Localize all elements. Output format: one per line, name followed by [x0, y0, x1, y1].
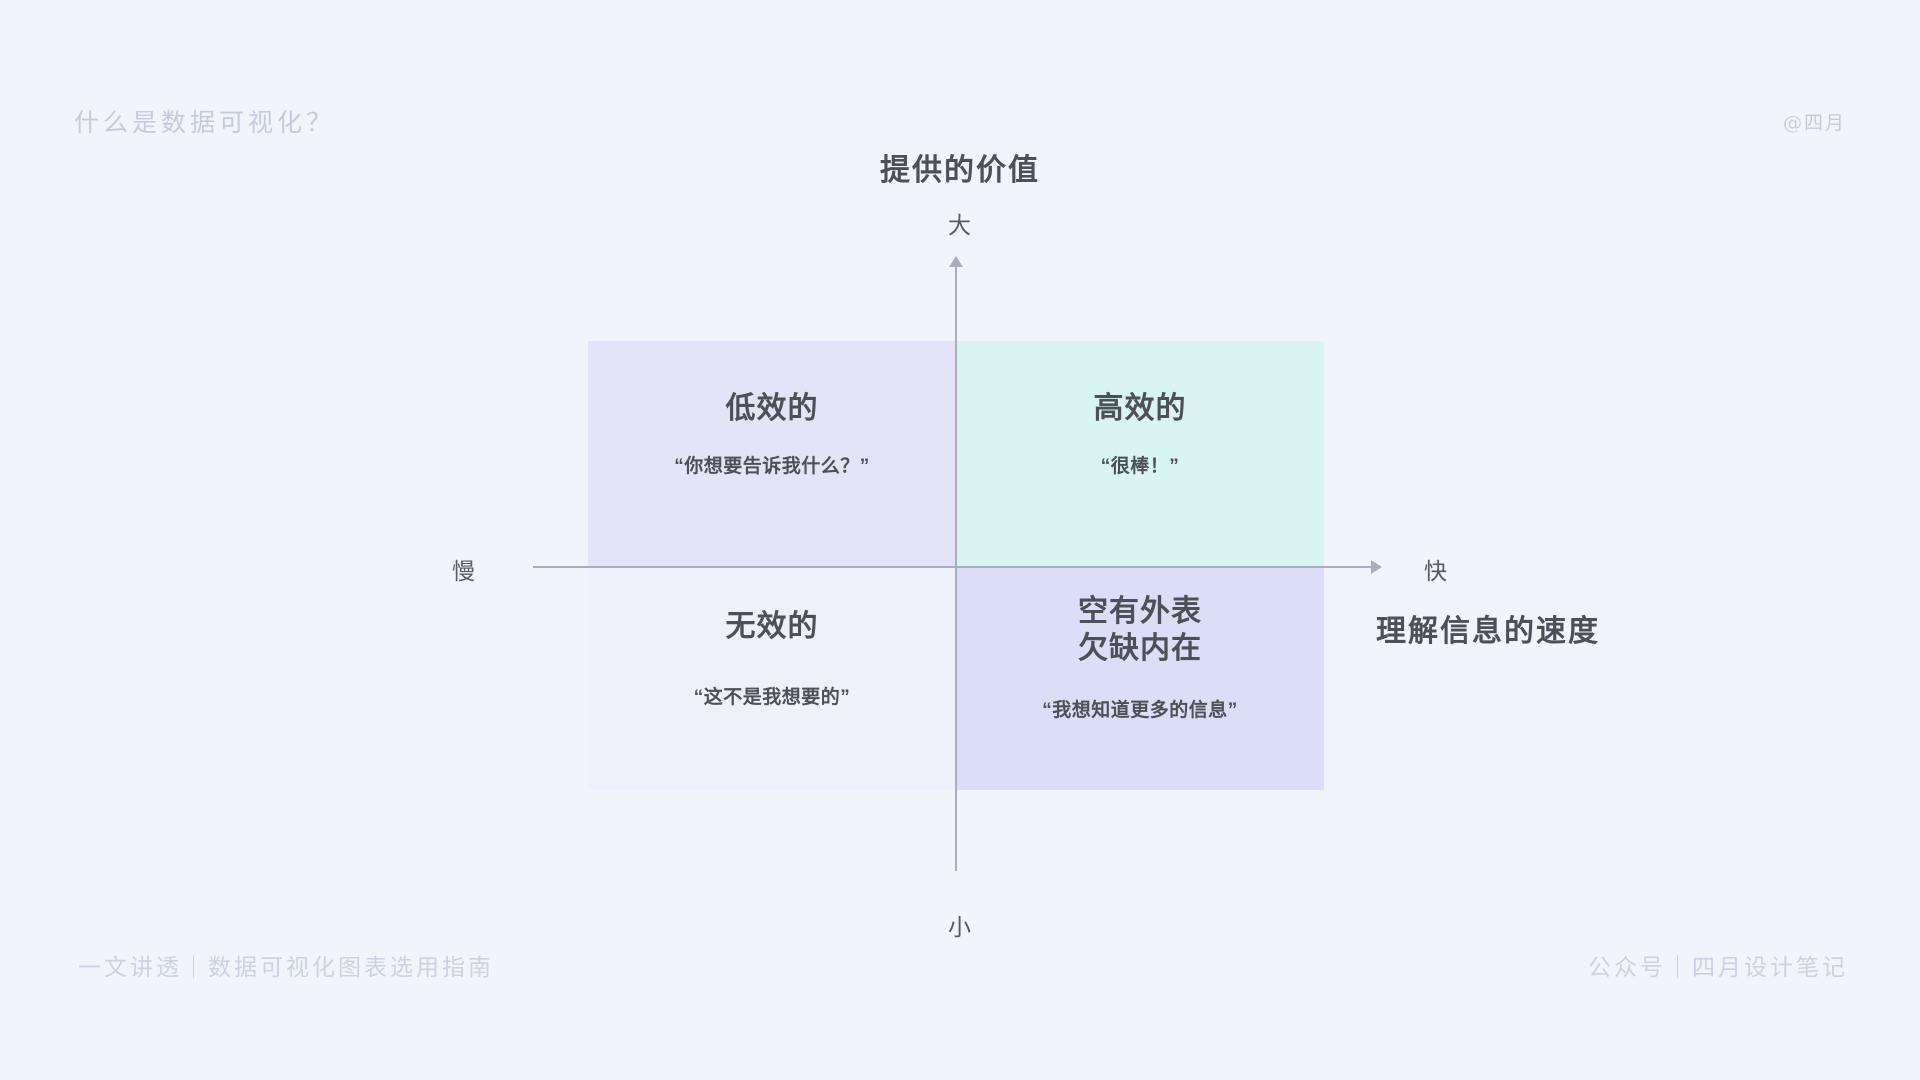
quadrant-top-left: 低效的 “你想要告诉我什么？”	[588, 341, 956, 567]
author-handle: @四月	[1782, 112, 1846, 134]
y-axis-arrow-icon	[949, 256, 963, 267]
y-axis-title: 提供的价值	[880, 154, 1040, 187]
quadrant-title: 高效的	[1093, 392, 1187, 425]
quadrant-quote: “很棒！”	[1100, 455, 1180, 477]
x-axis-tick-low: 慢	[452, 558, 476, 584]
quadrant-matrix: 低效的 “你想要告诉我什么？” 高效的 “很棒！” 无效的 “这不是我想要的” …	[588, 341, 1324, 790]
x-axis-tick-high: 快	[1424, 558, 1448, 584]
quadrant-quote: “你想要告诉我什么？”	[674, 455, 870, 477]
quadrant-bottom-left: 无效的 “这不是我想要的”	[588, 567, 956, 790]
footer-account-label: 公众号｜四月设计笔记	[1588, 955, 1848, 981]
x-axis-arrow-icon	[1371, 560, 1382, 574]
y-axis-line	[955, 265, 957, 871]
slide-topic-label: 什么是数据可视化？	[74, 108, 336, 137]
quadrant-title: 无效的	[725, 610, 819, 643]
footer-series-label: 一文讲透｜数据可视化图表选用指南	[78, 955, 494, 981]
quadrant-bottom-right: 空有外表 欠缺内在 “我想知道更多的信息”	[956, 567, 1324, 790]
quadrant-top-right: 高效的 “很棒！”	[956, 341, 1324, 567]
y-axis-tick-high: 大	[948, 212, 972, 238]
quadrant-title: 低效的	[725, 392, 819, 425]
quadrant-title: 空有外表 欠缺内在	[1078, 595, 1202, 665]
quadrant-quote: “我想知道更多的信息”	[1042, 700, 1238, 722]
y-axis-tick-low: 小	[948, 914, 972, 940]
x-axis-title: 理解信息的速度	[1376, 615, 1600, 648]
quadrant-quote: “这不是我想要的”	[693, 686, 851, 708]
